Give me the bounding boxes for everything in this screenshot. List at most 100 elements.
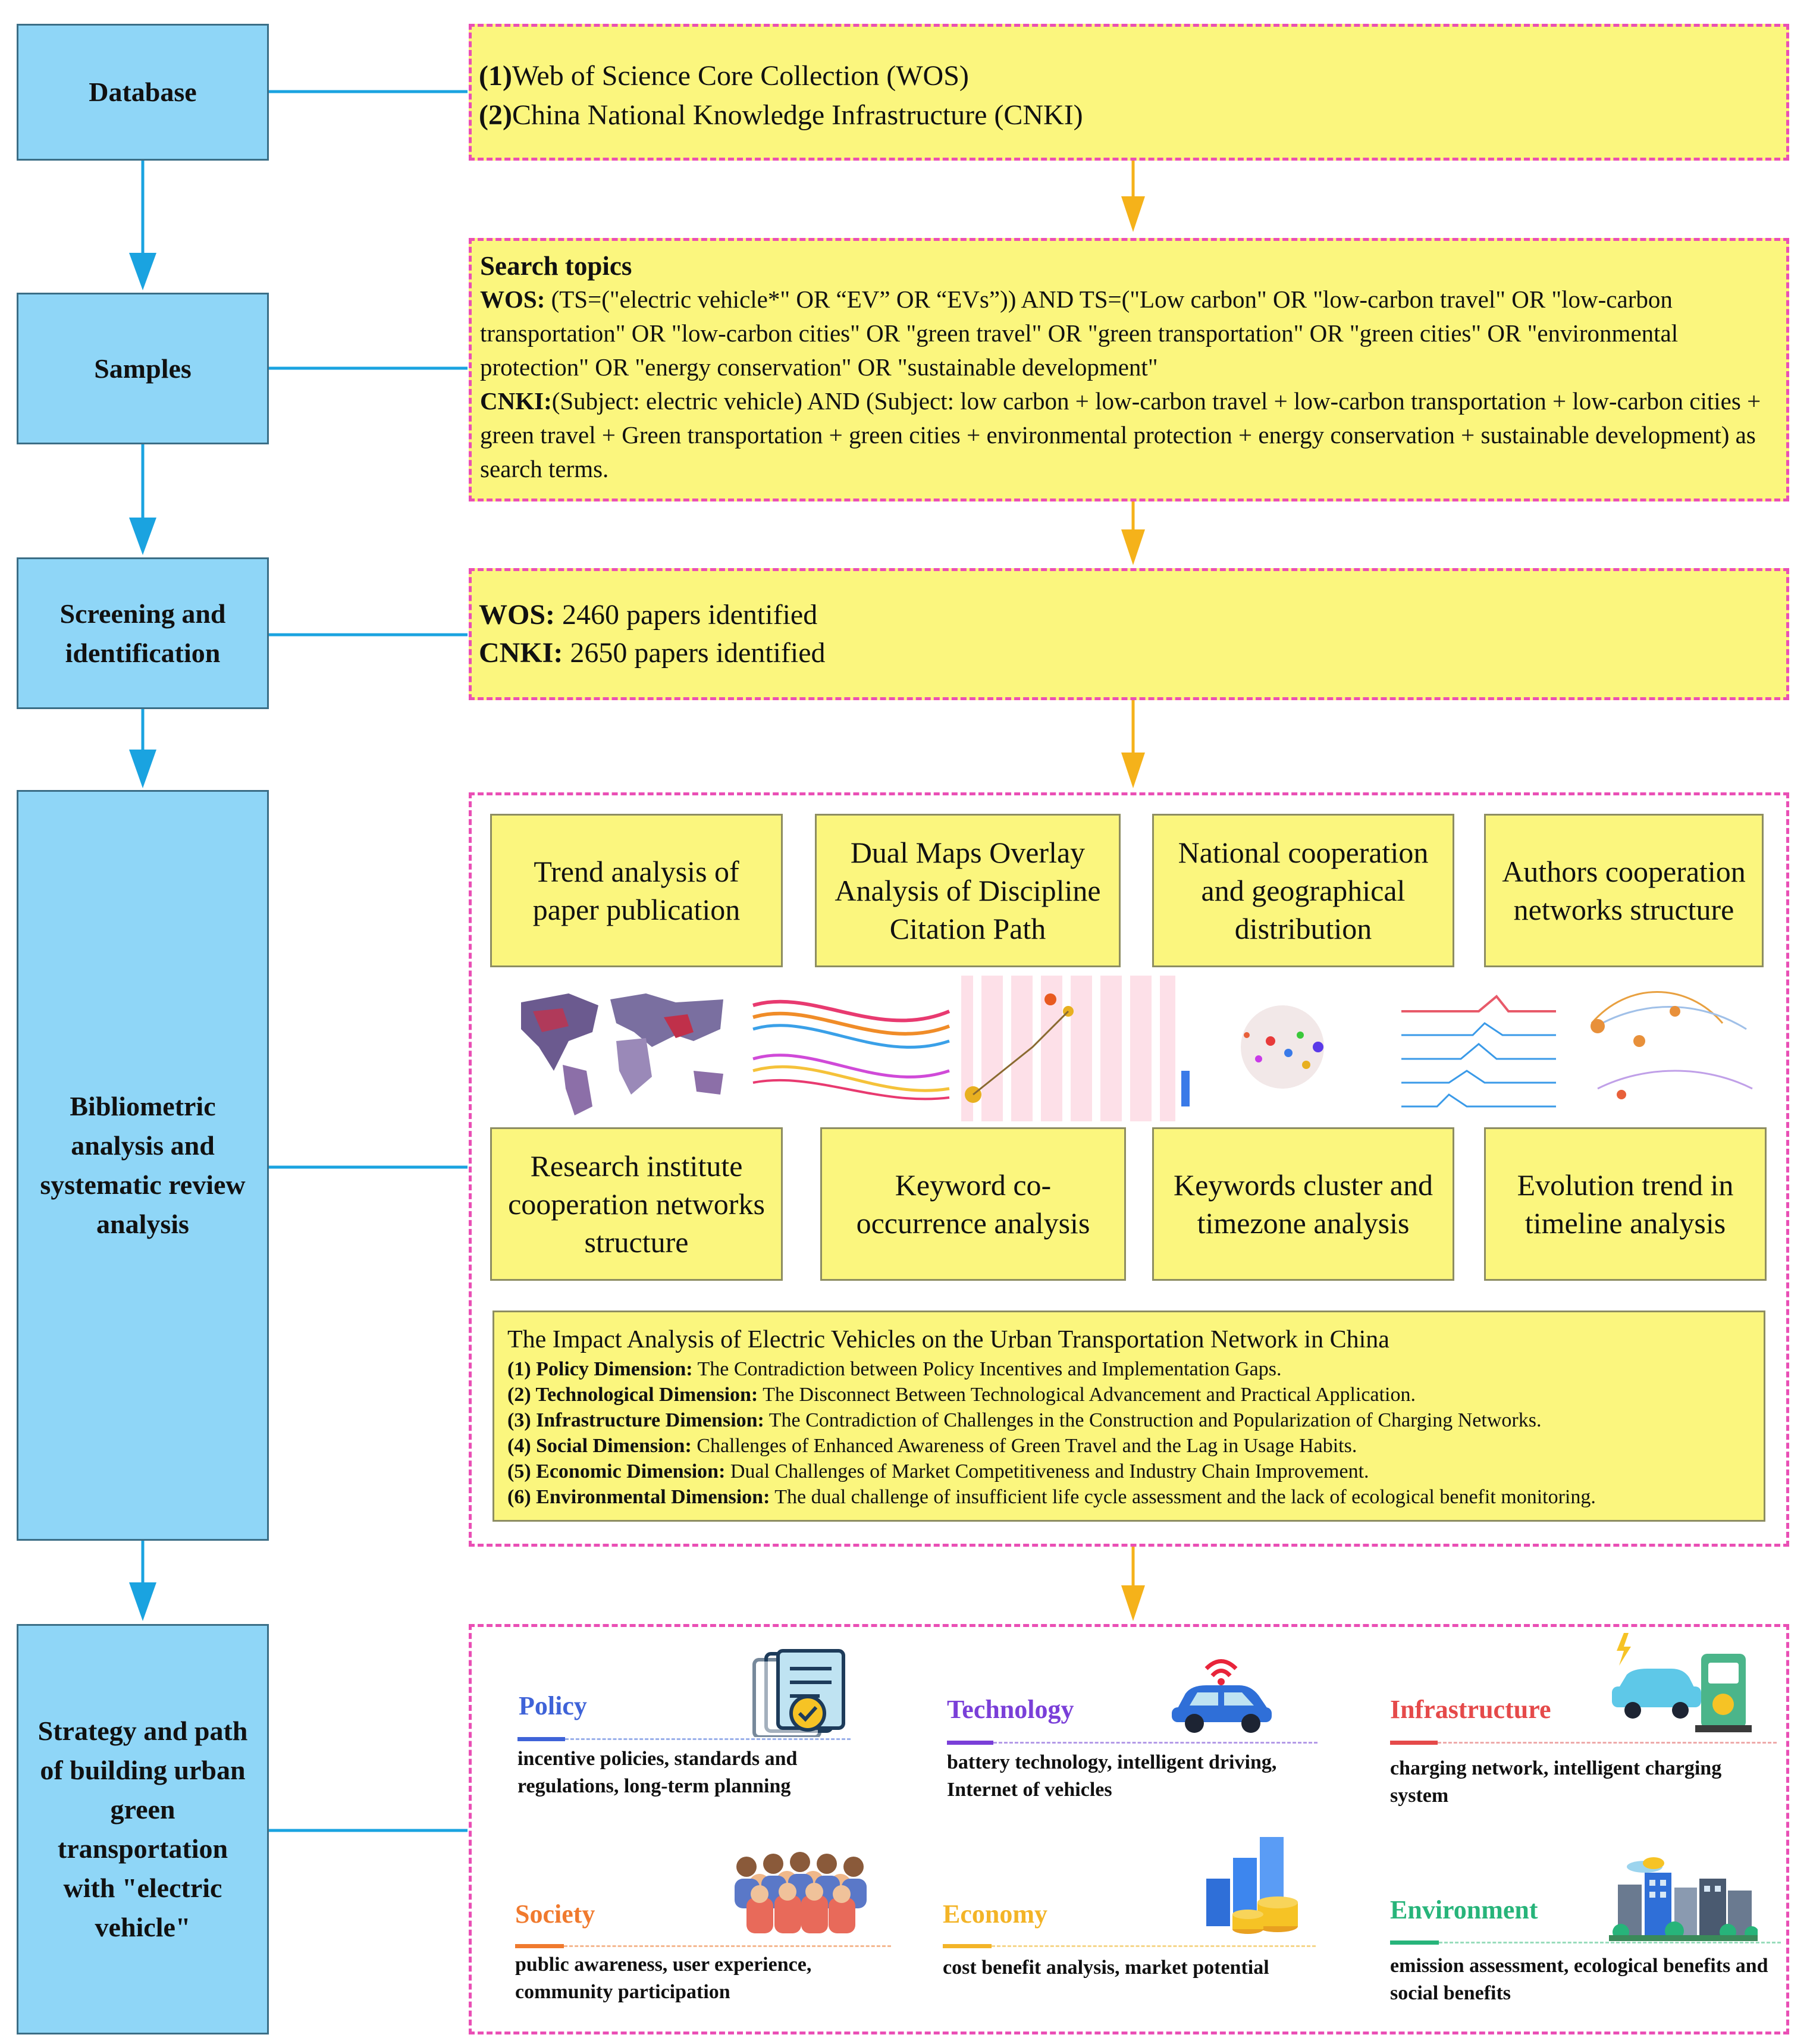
database-box: (1)Web of Science Core Collection (WOS) …: [469, 24, 1789, 161]
analysis-cell: Evolution trend in timeline analysis: [1484, 1127, 1767, 1281]
analysis-institute-label: Research institute cooperation networks …: [508, 1149, 765, 1259]
search-topics-box: Search topics WOS: (TS=("electric vehicl…: [469, 238, 1789, 501]
strategy-society-desc: public awareness, user experience, commu…: [515, 1954, 812, 2003]
arc-network-thumbnail: [1574, 976, 1776, 1121]
strategy-policy-desc: incentive policies, standards and regula…: [517, 1748, 798, 1797]
strategy-economy-rule: [992, 1945, 1316, 1947]
impact-text: The Contradiction between Policy Incenti…: [692, 1358, 1282, 1380]
stage-strategy-label: Strategy and path of building urban gree…: [37, 1716, 248, 1942]
search-wos-label: WOS:: [480, 286, 545, 313]
strategy-policy-rule-accent: [517, 1737, 565, 1741]
analysis-cell: National cooperation and geographical di…: [1152, 814, 1454, 967]
search-wos-query: WOS: (TS=("electric vehicle*" OR “EV” OR…: [480, 283, 1770, 384]
strategy-environment-desc: emission assessment, ecological benefits…: [1390, 1955, 1768, 2004]
database-number-2: (2): [479, 99, 512, 131]
strategy-infrastructure-rule-accent: [1390, 1741, 1438, 1745]
search-cnki-text: (Subject: electric vehicle) AND (Subject…: [480, 387, 1761, 482]
strategy-society-rule-accent: [515, 1944, 564, 1948]
strategy-technology-rule: [993, 1742, 1317, 1744]
stage-bibliometric: Bibliometric analysis and systematic rev…: [17, 790, 269, 1541]
search-cnki-label: CNKI:: [480, 387, 552, 415]
blue-arrow-2: [129, 444, 156, 555]
strategy-environment-rule: [1439, 1942, 1781, 1943]
screening-cnki-label: CNKI:: [479, 637, 563, 669]
crowd-icon: [735, 1852, 867, 1933]
strategy-environment-title: Environment: [1390, 1895, 1538, 1924]
impact-analysis-box: The Impact Analysis of Electric Vehicles…: [493, 1311, 1765, 1522]
orange-arrow-2: [1121, 501, 1145, 565]
screening-cnki-count: 2650 papers identified: [563, 637, 826, 669]
strategy-technology-rule-accent: [947, 1741, 993, 1745]
strategy-economy-title: Economy: [943, 1899, 1047, 1929]
stage-screening-label: Screening and identification: [59, 598, 226, 668]
bar-coins-icon: [1206, 1837, 1298, 1934]
strategy-technology-title: Technology: [947, 1695, 1074, 1724]
green-city-icon: [1609, 1857, 1758, 1941]
cluster-network-thumbnail: [1193, 976, 1384, 1121]
strategy-policy-title: Policy: [519, 1691, 587, 1720]
impact-item: (5) Economic Dimension: Dual Challenges …: [507, 1459, 1755, 1484]
screening-wos-count: 2460 papers identified: [555, 599, 818, 631]
strategy-policy-rule: [565, 1738, 851, 1740]
analysis-cell: Keywords cluster and timezone analysis: [1152, 1127, 1454, 1281]
stage-database-label: Database: [89, 77, 197, 107]
impact-text: The dual challenge of insufficient life …: [770, 1486, 1596, 1508]
analysis-cell: Research institute cooperation networks …: [490, 1127, 783, 1281]
impact-label: (6) Environmental Dimension:: [507, 1486, 770, 1508]
stage-samples: Samples: [17, 293, 269, 444]
database-source-cnki: China National Knowledge Infrastructure …: [512, 99, 1083, 131]
analysis-trend-label: Trend analysis of paper publication: [532, 855, 741, 926]
screening-box: WOS: 2460 papers identified CNKI: 2650 p…: [469, 568, 1789, 700]
connected-car-icon: [1172, 1659, 1272, 1733]
strategy-society-title: Society: [515, 1899, 595, 1929]
charging-station-icon: [1612, 1633, 1752, 1732]
analysis-dual-maps-label: Dual Maps Overlay Analysis of Discipline…: [835, 836, 1101, 945]
strategy-infrastructure-rule: [1438, 1742, 1777, 1744]
database-line-1: (1)Web of Science Core Collection (WOS): [479, 57, 1778, 96]
stage-strategy: Strategy and path of building urban gree…: [17, 1624, 269, 2034]
strategy-environment-rule-accent: [1390, 1940, 1439, 1945]
impact-text: Dual Challenges of Market Competitivenes…: [725, 1460, 1369, 1482]
impact-text: The Contradiction of Challenges in the C…: [764, 1409, 1542, 1431]
orange-arrow-1: [1121, 161, 1145, 232]
impact-item: (4) Social Dimension: Challenges of Enha…: [507, 1433, 1755, 1459]
stage-screening: Screening and identification: [17, 557, 269, 709]
strategy-economy-desc: cost benefit analysis, market potential: [943, 1957, 1269, 1979]
search-topics-heading: Search topics: [480, 251, 632, 281]
screening-wos-label: WOS:: [479, 599, 556, 631]
analysis-keyword-cluster-label: Keywords cluster and timezone analysis: [1174, 1168, 1433, 1240]
impact-item: (3) Infrastructure Dimension: The Contra…: [507, 1407, 1755, 1433]
strategy-infrastructure-title: Infrastructure: [1390, 1695, 1551, 1724]
database-line-2: (2)China National Knowledge Infrastructu…: [479, 96, 1778, 135]
strategy-society-rule: [564, 1945, 891, 1947]
orange-arrow-3: [1121, 700, 1145, 788]
impact-label: (4) Social Dimension:: [507, 1435, 692, 1457]
analysis-authors-label: Authors cooperation networks structure: [1502, 855, 1746, 926]
analysis-thumbnails: [497, 976, 1776, 1121]
impact-item: (6) Environmental Dimension: The dual ch…: [507, 1484, 1755, 1510]
stage-bibliometric-label: Bibliometric analysis and systematic rev…: [40, 1091, 246, 1239]
database-number-1: (1): [479, 60, 512, 92]
blue-arrow-4: [129, 1541, 156, 1621]
stage-database: Database: [17, 24, 269, 161]
impact-label: (2) Technological Dimension:: [507, 1384, 758, 1406]
impact-title: The Impact Analysis of Electric Vehicles…: [507, 1326, 1389, 1353]
stage-samples-label: Samples: [94, 353, 192, 384]
timezone-thumbnail: [1389, 976, 1568, 1121]
orange-arrow-4: [1121, 1547, 1145, 1621]
strategy-economy-rule-accent: [943, 1944, 992, 1948]
blue-arrow-3: [129, 709, 156, 788]
impact-item: (2) Technological Dimension: The Disconn…: [507, 1382, 1755, 1407]
strategy-box: [469, 1624, 1789, 2034]
screening-wos-line: WOS: 2460 papers identified: [479, 596, 1778, 634]
impact-label: (5) Economic Dimension:: [507, 1460, 726, 1482]
analysis-cell: Keyword co-occurrence analysis: [820, 1127, 1126, 1281]
analysis-cell: Authors cooperation networks structure: [1484, 814, 1764, 967]
timeline-thumbnail: [961, 976, 1190, 1121]
database-source-wos: Web of Science Core Collection (WOS): [512, 60, 969, 92]
documents-icon: [752, 1649, 845, 1737]
analysis-cell: Dual Maps Overlay Analysis of Discipline…: [815, 814, 1121, 967]
analysis-keyword-cooccurrence-label: Keyword co-occurrence analysis: [856, 1168, 1090, 1240]
